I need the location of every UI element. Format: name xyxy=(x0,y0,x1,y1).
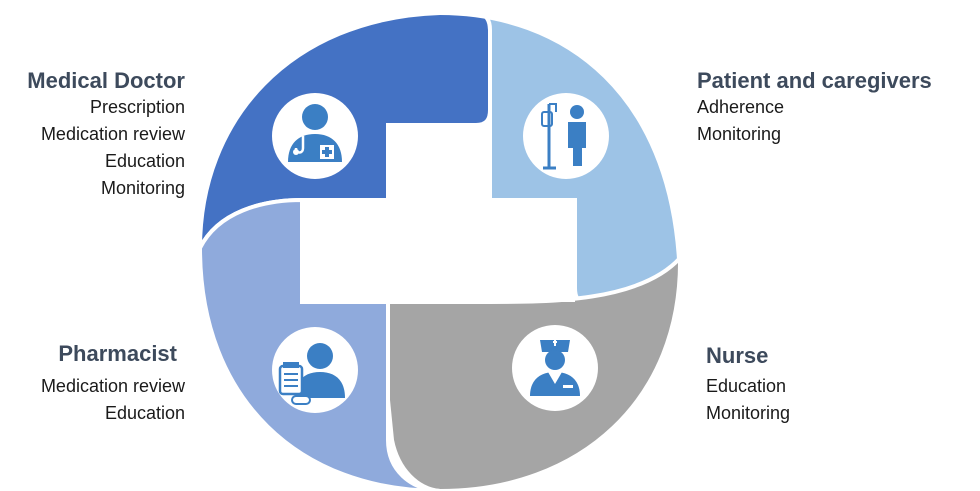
patient-task: Adherence xyxy=(697,97,785,117)
patient-iv-drip-icon xyxy=(541,103,586,170)
center-cross xyxy=(302,125,575,302)
nurse-task: Monitoring xyxy=(706,403,791,423)
doctor-task: Medication review xyxy=(40,124,185,144)
pharmacist-label-block: Pharmacist Medication review Education xyxy=(10,341,185,427)
pharmacist-title: Pharmacist xyxy=(58,341,177,366)
nurse-label-block: Nurse Education Monitoring xyxy=(706,343,906,427)
pharmacist-task: Education xyxy=(104,403,185,423)
patient-icon-circle xyxy=(523,93,609,179)
doctor-task: Prescription xyxy=(89,97,185,117)
nurse-icon xyxy=(530,340,580,396)
pharmacist-icon xyxy=(278,343,345,405)
nurse-title: Nurse xyxy=(706,343,769,368)
doctor-title: Medical Doctor xyxy=(27,68,185,93)
doctor-icon xyxy=(288,104,342,162)
doctor-task: Monitoring xyxy=(100,178,185,198)
doctor-task: Education xyxy=(104,151,185,171)
patient-task: Monitoring xyxy=(697,124,782,144)
doctor-label-block: Medical Doctor Prescription Medication r… xyxy=(10,68,185,202)
patient-title: Patient and caregivers xyxy=(697,68,932,93)
patient-label-block: Patient and caregivers Adherence Monitor… xyxy=(697,68,977,148)
nurse-task: Education xyxy=(706,376,787,396)
pharmacist-task: Medication review xyxy=(40,376,185,396)
